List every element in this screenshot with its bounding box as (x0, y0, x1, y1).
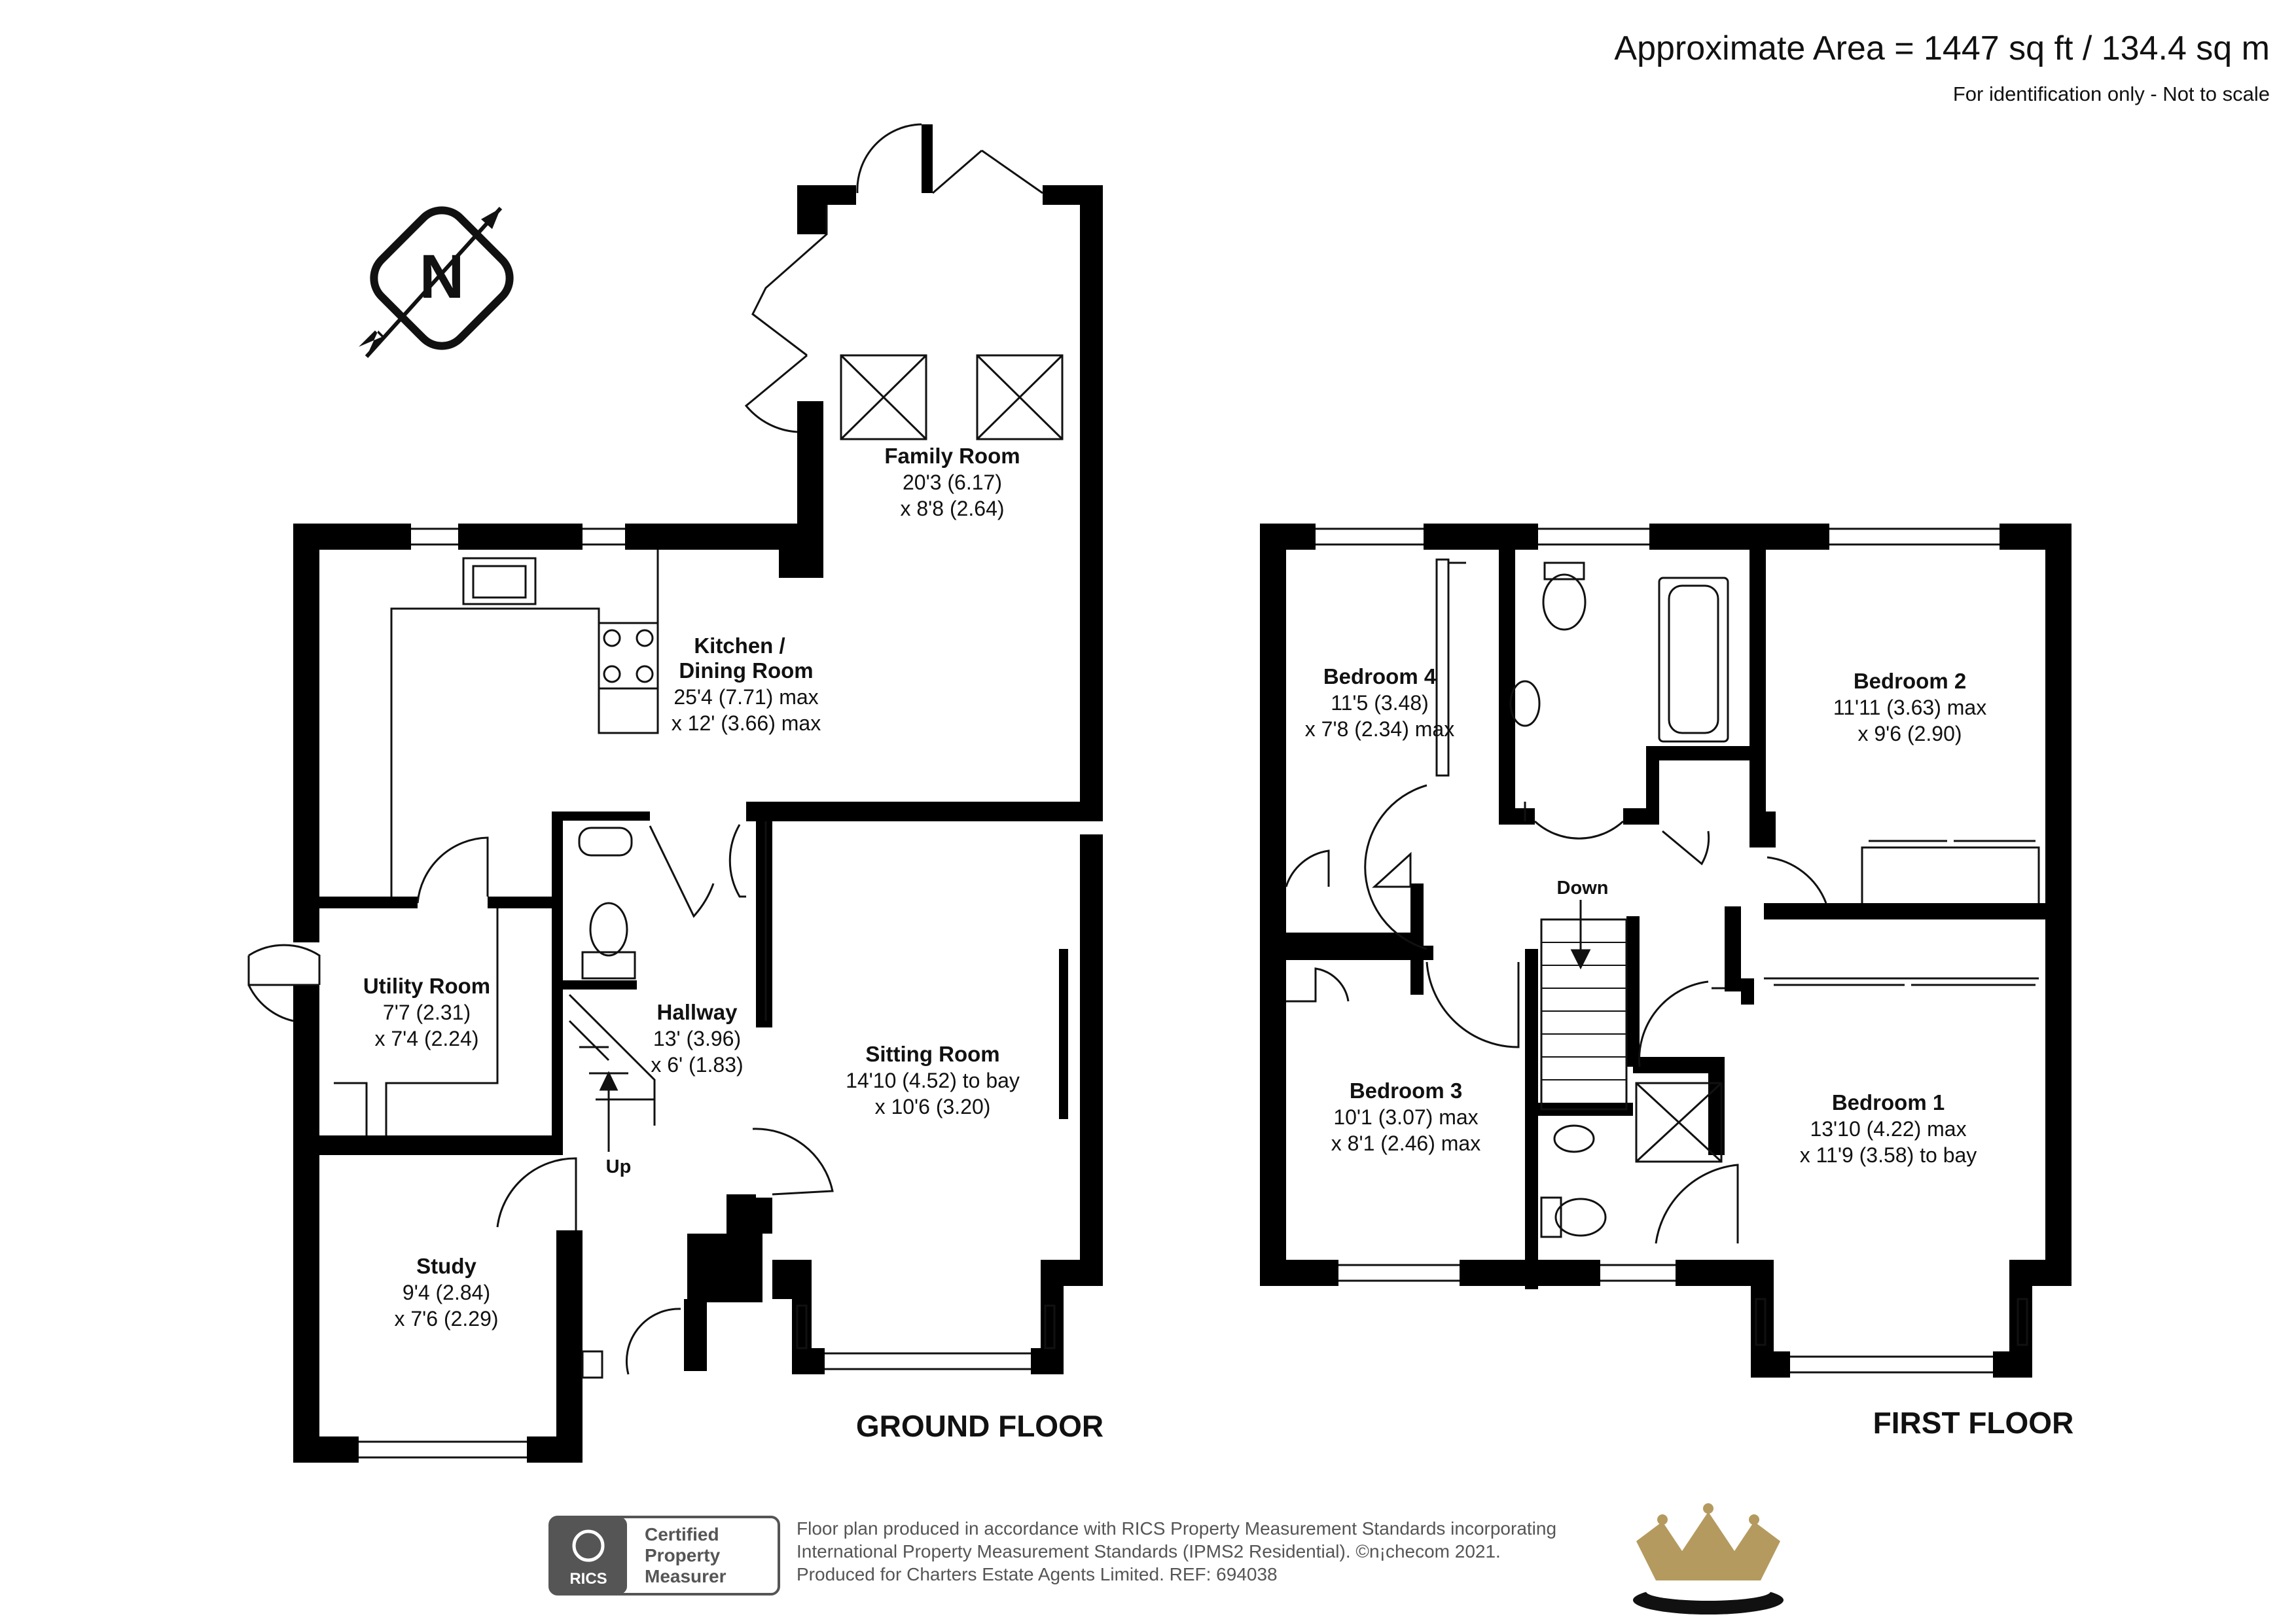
room-dims-study-2: x 7'6 (2.29) (394, 1307, 498, 1330)
first-floor-labels: Bedroom 4 11'5 (3.48) x 7'8 (2.34) max B… (1305, 664, 2074, 1440)
room-dims-bedroom-4-1: 11'5 (3.48) (1331, 691, 1429, 715)
rics-line1: Certified (645, 1524, 719, 1544)
room-dims-bedroom-2-1: 11'11 (3.63) max (1833, 696, 1986, 719)
room-name-bedroom-3: Bedroom 3 (1350, 1079, 1462, 1103)
ground-floor-title: GROUND FLOOR (856, 1409, 1103, 1443)
room-dims-kitchen-2: x 12' (3.66) max (672, 711, 821, 735)
room-dims-bedroom-1-2: x 11'9 (3.58) to bay (1800, 1143, 1977, 1167)
room-name-utility-room: Utility Room (363, 974, 490, 998)
room-name-study: Study (416, 1254, 476, 1278)
footer-line-1: Floor plan produced in accordance with R… (797, 1518, 1556, 1539)
stairs-up-label: Up (606, 1156, 632, 1177)
first-floor-title: FIRST FLOOR (1873, 1406, 2074, 1440)
room-dims-hallway-2: x 6' (1.83) (651, 1053, 743, 1077)
ground-floor-walls (293, 124, 1103, 1463)
rics-badge: RICS Certified Property Measurer (548, 1516, 780, 1596)
room-dims-utility-1: 7'7 (2.31) (383, 1001, 471, 1024)
room-dims-sitting-1: 14'10 (4.52) to bay (846, 1069, 1020, 1092)
room-dims-family-room-1: 20'3 (6.17) (903, 471, 1002, 494)
footer-text: Floor plan produced in accordance with R… (797, 1518, 1556, 1584)
room-name-hallway: Hallway (657, 1000, 738, 1024)
room-dims-bedroom-3-1: 10'1 (3.07) max (1333, 1105, 1478, 1129)
stairs-down-label: Down (1557, 878, 1609, 899)
room-dims-bedroom-2-2: x 9'6 (2.90) (1857, 722, 1962, 745)
room-name-dining-room: Dining Room (679, 658, 813, 683)
room-name-bedroom-4: Bedroom 4 (1323, 664, 1437, 688)
room-name-kitchen: Kitchen / (694, 633, 785, 658)
first-floor-walls (1260, 524, 2072, 1378)
room-name-sitting-room: Sitting Room (865, 1042, 999, 1066)
ground-floor-labels: Family Room 20'3 (6.17) x 8'8 (2.64) Kit… (363, 444, 1103, 1443)
room-name-family-room: Family Room (884, 444, 1020, 468)
crown-logo-icon (1633, 1503, 1784, 1614)
room-dims-bedroom-4-2: x 7'8 (2.34) max (1305, 717, 1454, 741)
rics-emblem-icon (572, 1529, 605, 1562)
room-name-bedroom-1: Bedroom 1 (1832, 1090, 1945, 1115)
scale-note: For identification only - Not to scale (1952, 82, 2270, 105)
first-floor-details (1285, 527, 2040, 1374)
rics-line2: Property (645, 1545, 721, 1565)
room-dims-utility-2: x 7'4 (2.24) (374, 1027, 478, 1050)
compass-icon: N (359, 206, 514, 359)
room-dims-family-room-2: x 8'8 (2.64) (900, 497, 1004, 520)
room-dims-sitting-2: x 10'6 (3.20) (875, 1095, 991, 1118)
room-dims-study-1: 9'4 (2.84) (403, 1281, 490, 1304)
room-dims-kitchen-1: 25'4 (7.71) max (673, 685, 818, 709)
footer-line-2: International Property Measurement Stand… (797, 1541, 1501, 1561)
rics-line3: Measurer (645, 1566, 726, 1586)
room-dims-bedroom-3-2: x 8'1 (2.46) max (1331, 1132, 1480, 1155)
room-dims-bedroom-1-1: 13'10 (4.22) max (1810, 1117, 1966, 1141)
ground-floor-details (247, 123, 1064, 1459)
rics-brand: RICS (569, 1570, 607, 1588)
room-name-bedroom-2: Bedroom 2 (1854, 669, 1966, 693)
footer-line-3: Produced for Charters Estate Agents Limi… (797, 1564, 1278, 1584)
room-dims-hallway-1: 13' (3.96) (653, 1027, 741, 1050)
compass-letter: N (420, 242, 465, 312)
approximate-area: Approximate Area = 1447 sq ft / 134.4 sq… (1614, 29, 2270, 67)
